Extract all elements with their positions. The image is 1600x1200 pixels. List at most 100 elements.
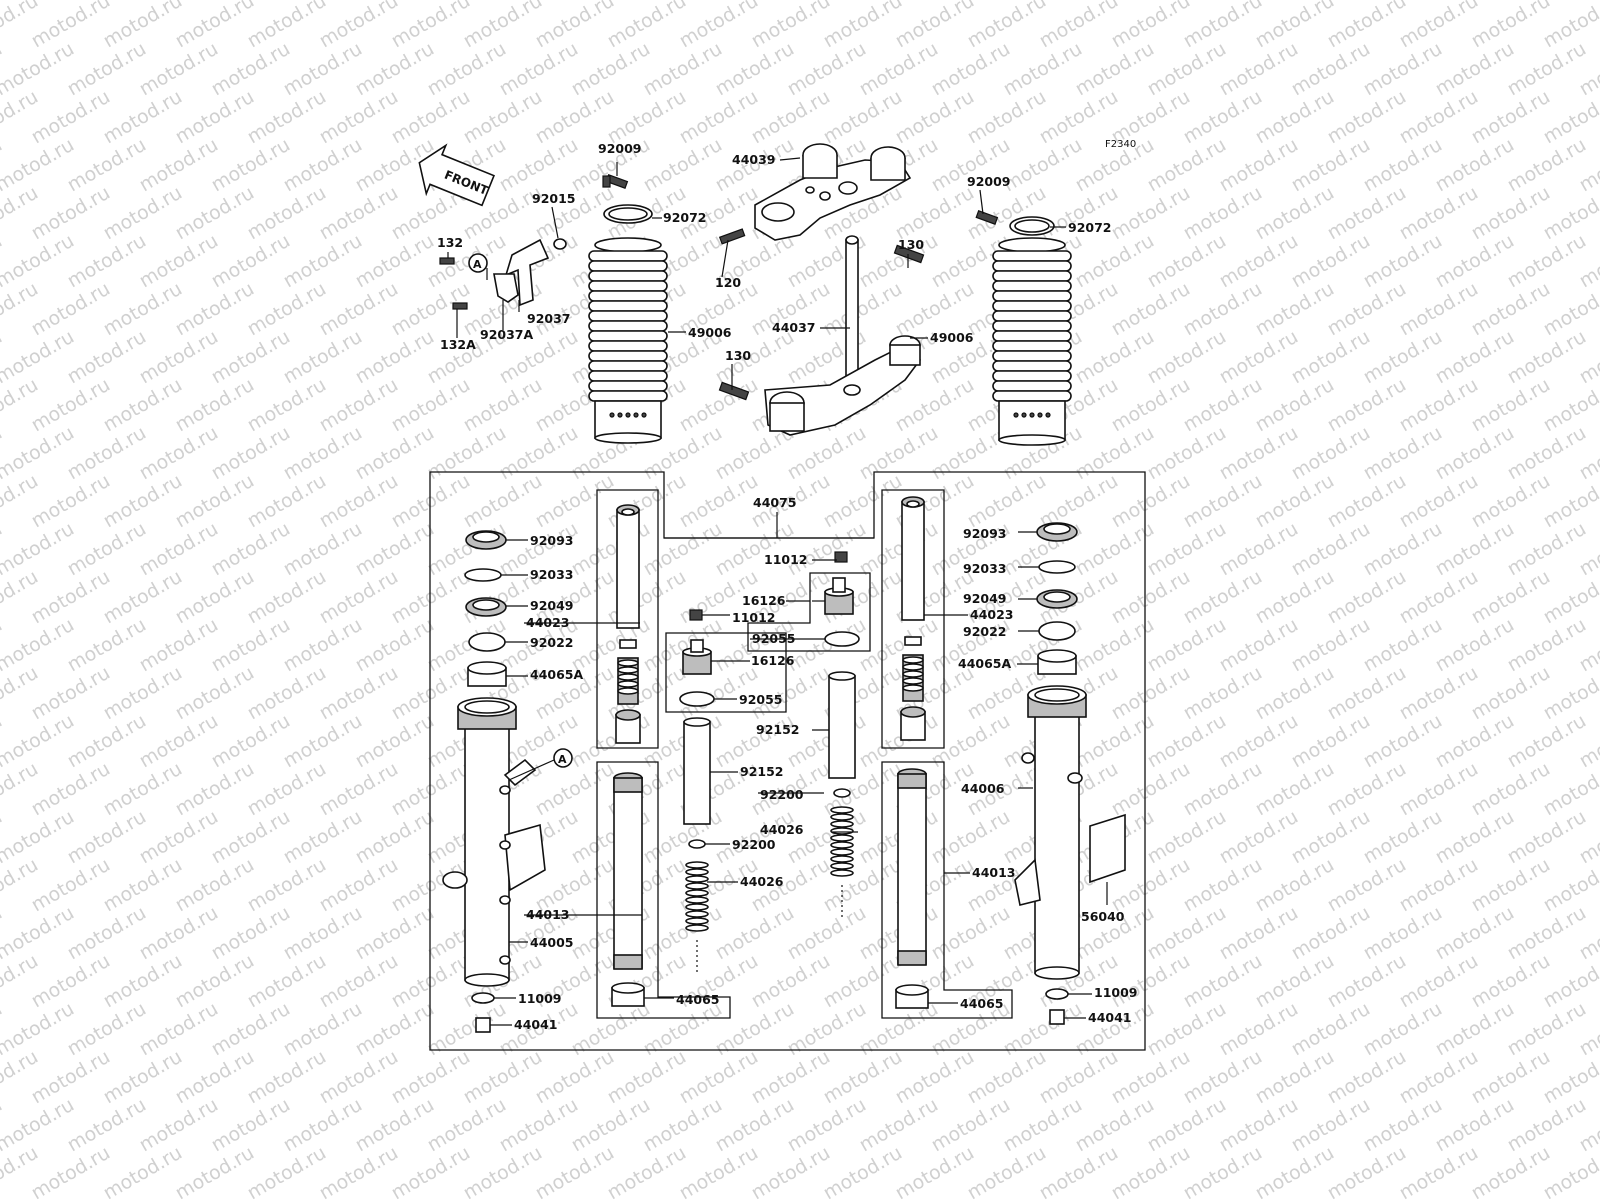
upper-bracket-44039 — [754, 143, 912, 241]
fork-boot-49006-right — [992, 237, 1072, 446]
clamp-92072-left-inner — [608, 207, 648, 221]
label-92072-left: 92072 — [663, 210, 707, 225]
label-11012-mid: 11012 — [732, 610, 776, 625]
label-44023-left: 44023 — [526, 615, 570, 630]
seal-92049-right — [1036, 589, 1078, 609]
bolt-92009-right — [975, 209, 999, 225]
label-44013-left: 44013 — [526, 907, 570, 922]
o-ring-92055-left — [679, 691, 715, 707]
fork-leg-44005 — [442, 697, 546, 987]
label-92200-left: 92200 — [732, 837, 776, 852]
label-44023-right: 44023 — [970, 607, 1014, 622]
label-44026-left: 44026 — [740, 874, 784, 889]
label-92093-right: 92093 — [963, 526, 1007, 541]
label-92009-right: 92009 — [967, 174, 1011, 189]
label-130-top: 130 — [898, 237, 924, 252]
label-44039: 44039 — [732, 152, 776, 167]
label-44013-right: 44013 — [972, 865, 1016, 880]
label-92055-mid: 92055 — [739, 692, 783, 707]
inner-tube-box-left — [596, 489, 659, 749]
label-132: 132 — [437, 235, 463, 250]
washer-92022-left — [468, 632, 506, 652]
label-92022-left: 92022 — [530, 635, 574, 650]
label-44006: 44006 — [961, 781, 1005, 796]
label-44065-right: 44065 — [960, 996, 1004, 1011]
label-44037: 44037 — [772, 320, 816, 335]
bush-44065a-left — [467, 661, 507, 687]
washer-92022-right — [1038, 621, 1076, 641]
label-16126-mid: 16126 — [751, 653, 795, 668]
leader-lines — [447, 157, 1108, 1026]
label-44065a-right: 44065A — [958, 656, 1011, 671]
front-arrow-icon: FRONT — [418, 143, 495, 207]
nut-11012-top — [834, 551, 848, 563]
label-44041-left: 44041 — [514, 1017, 558, 1032]
label-92022-right: 92022 — [963, 624, 1007, 639]
bolt-44041-left — [475, 1017, 491, 1033]
seal-92093-left — [465, 530, 507, 550]
o-ring-92055-right — [824, 631, 860, 647]
label-120: 120 — [715, 275, 741, 290]
label-49006-right: 49006 — [930, 330, 974, 345]
label-92015: 92015 — [532, 191, 576, 206]
label-49006-left: 49006 — [688, 325, 732, 340]
label-11012-top: 11012 — [764, 552, 808, 567]
bolt-92009-left — [602, 173, 629, 189]
ref-marker-a-top-label: A — [473, 258, 482, 271]
nut-11012-mid — [689, 609, 703, 621]
part-labels: 92009 92072 44039 92015 132 92037 132A 9… — [437, 141, 1138, 1032]
pipe-92152-left — [683, 717, 711, 825]
ref-marker-a-fork-label: A — [558, 753, 567, 766]
bush-44065-right — [895, 984, 929, 1009]
label-11009-right: 11009 — [1094, 985, 1138, 1000]
label-92037a: 92037A — [480, 327, 533, 342]
label-44065-left: 44065 — [676, 992, 720, 1007]
bolt-44041-right — [1049, 1009, 1065, 1025]
clip-92033-left — [464, 568, 502, 582]
label-92152-right: 92152 — [756, 722, 800, 737]
label-92152-left: 92152 — [740, 764, 784, 779]
seal-92093-right — [1036, 522, 1078, 542]
label-44041-right: 44041 — [1088, 1010, 1132, 1025]
label-92037: 92037 — [527, 311, 571, 326]
label-92049-left: 92049 — [530, 598, 574, 613]
hose-clamp-92037a — [493, 273, 519, 303]
watermark-text: motod.ru — [1576, 0, 1600, 4]
slide-tube-44013-right — [897, 768, 927, 966]
assembly-frame-44075 — [429, 471, 1146, 1051]
label-92200-right: 92200 — [760, 787, 804, 802]
damper-box-left — [665, 632, 787, 713]
ref-marker-a-top: A — [468, 253, 488, 273]
damper-16126-right — [824, 577, 854, 615]
label-16126-top: 16126 — [742, 593, 786, 608]
damper-box-right — [747, 572, 871, 652]
fork-boot-49006-left — [588, 237, 668, 444]
slide-tube-44013-left — [613, 772, 643, 970]
bush-44065-left — [611, 982, 645, 1007]
label-132a: 132A — [440, 337, 476, 352]
label-11009-left: 11009 — [518, 991, 562, 1006]
bolt-130-bottom — [718, 381, 750, 401]
ref-marker-a-fork: A — [553, 748, 573, 768]
inner-tube-box-right — [881, 489, 945, 749]
steering-stem-44037 — [764, 235, 922, 436]
bolt-132-icon — [439, 257, 455, 265]
washer-92200-left — [688, 839, 706, 849]
label-92033-right: 92033 — [963, 561, 1007, 576]
springs-group — [617, 656, 924, 975]
guard-56040 — [1089, 813, 1126, 884]
washer-11009-left — [471, 992, 495, 1004]
label-92033-left: 92033 — [530, 567, 574, 582]
label-44075: 44075 — [753, 495, 797, 510]
figure-code: F2340 — [1105, 139, 1136, 150]
label-92049-right: 92049 — [963, 591, 1007, 606]
bolt-120 — [718, 228, 746, 245]
damper-16126-left — [682, 639, 712, 675]
label-56040: 56040 — [1081, 909, 1125, 924]
label-44026-right: 44026 — [760, 822, 804, 837]
label-130-bottom: 130 — [725, 348, 751, 363]
label-92093-left: 92093 — [530, 533, 574, 548]
pipe-92152-right — [828, 671, 856, 779]
label-92009-left: 92009 — [598, 141, 642, 156]
